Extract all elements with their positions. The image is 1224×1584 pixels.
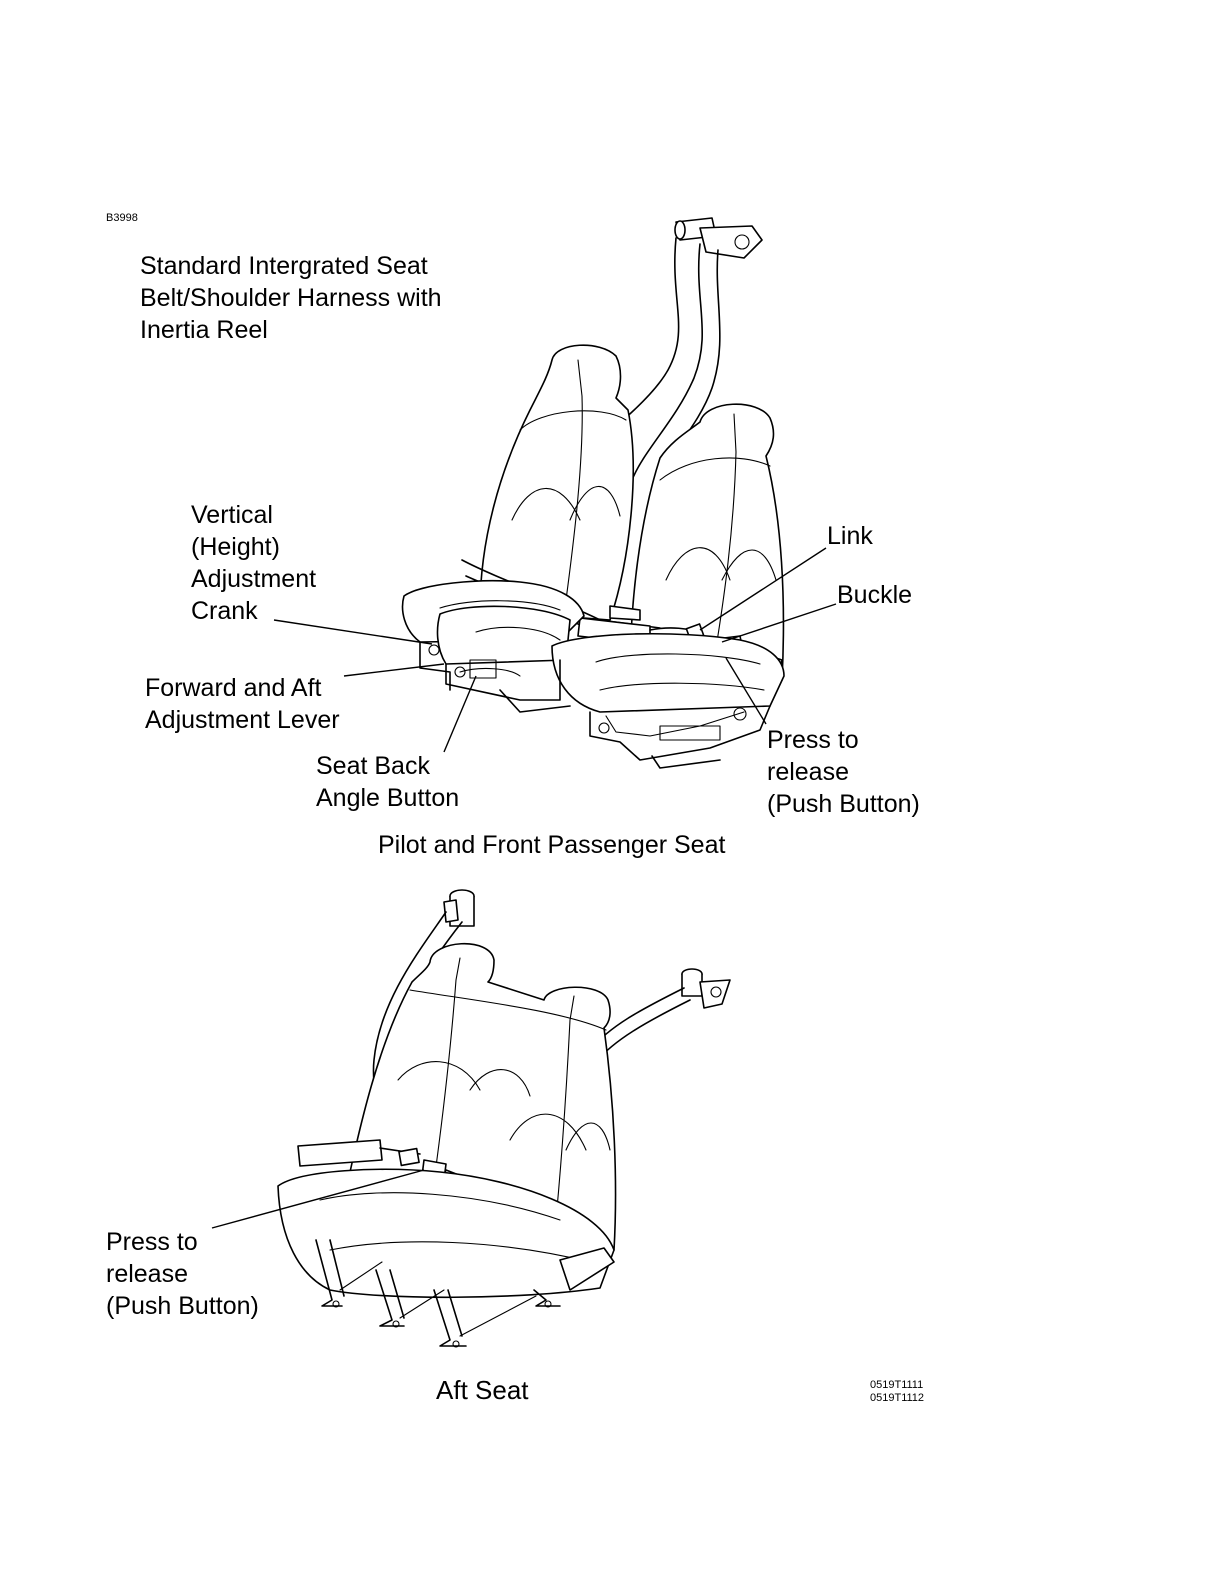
figure-code: B3998 bbox=[106, 212, 138, 224]
link-label: Link bbox=[827, 522, 873, 550]
leader-seat-back-button bbox=[443, 675, 477, 753]
buckle-label: Buckle bbox=[837, 581, 913, 609]
inertia-reel-top bbox=[674, 217, 763, 259]
seat-back-button-label: Seat Back Angle Button bbox=[316, 752, 460, 812]
leader-buckle bbox=[721, 603, 837, 643]
vertical-crank-label: Vertical (Height) Adjustment Crank bbox=[191, 501, 317, 625]
fore-aft-lever-label: Forward and Aft Adjustment Lever bbox=[145, 674, 340, 734]
inertia-reel-left bbox=[443, 889, 475, 927]
leader-press-release-top bbox=[725, 657, 767, 725]
leader-link bbox=[699, 547, 827, 631]
leader-press-release-aft bbox=[211, 1169, 425, 1229]
inertia-reel-right bbox=[681, 968, 731, 1009]
aft-seat-illustration bbox=[277, 889, 731, 1348]
press-release-top-label: Press to release (Push Button) bbox=[767, 726, 920, 818]
front-seats-illustration bbox=[401, 217, 785, 769]
harness-label: Standard Intergrated Seat Belt/Shoulder … bbox=[140, 252, 442, 344]
ref-code-2: 0519T1112 bbox=[870, 1392, 925, 1404]
press-release-aft-label: Press to release (Push Button) bbox=[106, 1228, 259, 1320]
front-seats-caption: Pilot and Front Passenger Seat bbox=[378, 831, 726, 859]
leader-fore-aft-lever bbox=[343, 663, 445, 677]
ref-code-1: 0519T1111 bbox=[870, 1379, 924, 1391]
leader-vertical-crank bbox=[273, 619, 433, 645]
aft-seat-caption: Aft Seat bbox=[436, 1375, 529, 1405]
